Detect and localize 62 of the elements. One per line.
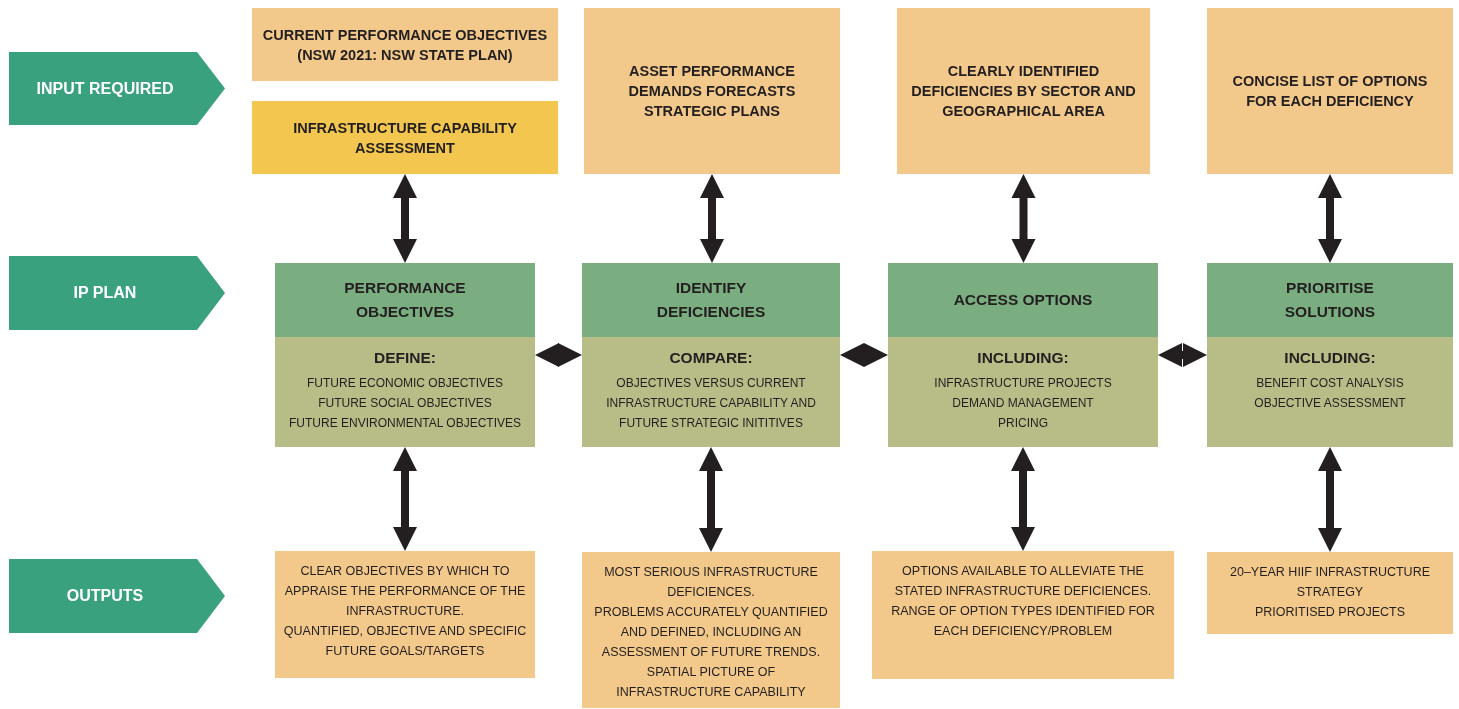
input-text: ASSET PERFORMANCE bbox=[629, 62, 795, 81]
input-text: STRATEGIC PLANS bbox=[644, 102, 780, 121]
input-box bbox=[897, 8, 1150, 174]
row-label-arrow bbox=[9, 256, 225, 330]
process-subheading: INCLUDING: bbox=[977, 349, 1069, 367]
process-item: OBJECTIVE ASSESSMENT bbox=[1253, 395, 1407, 412]
row-label: OUTPUTS bbox=[66, 587, 144, 605]
double-arrow bbox=[1318, 447, 1342, 552]
process-title: PERFORMANCE OBJECTIVES bbox=[343, 278, 467, 322]
double-arrow bbox=[393, 447, 417, 551]
double-arrow bbox=[1011, 447, 1035, 551]
process-item: BENEFIT COST ANALYSIS bbox=[1255, 375, 1405, 392]
input-text: CLEARLY IDENTIFIED DEFICIENCIES BY SECTOR AND GEOGRAPHICAL AREA bbox=[911, 62, 1136, 121]
row-label: IP PLAN bbox=[73, 284, 137, 302]
process-title: ACCESS OPTIONS bbox=[953, 290, 1093, 310]
process-title: IDENTIFY DEFICIENCIES bbox=[655, 278, 767, 322]
process-item: PRICING bbox=[997, 415, 1049, 432]
process-box bbox=[582, 263, 840, 447]
input-text: CONCISE LIST OF OPTIONS FOR EACH DEFICIENCY bbox=[1231, 72, 1429, 111]
row-label-arrow bbox=[9, 559, 225, 633]
process-title: PRIORITISE SOLUTIONS bbox=[1283, 278, 1377, 322]
double-arrow bbox=[1318, 174, 1342, 263]
process-box bbox=[888, 263, 1158, 447]
process-item: FUTURE ENVIRONMENTAL OBJECTIVES bbox=[288, 415, 522, 432]
input-text: INFRASTRUCTURE CAPABILITY ASSESSMENT bbox=[292, 118, 518, 158]
output-box bbox=[275, 551, 535, 678]
double-arrow bbox=[840, 343, 888, 367]
input-box bbox=[252, 101, 558, 174]
double-arrow bbox=[700, 174, 724, 263]
input-box bbox=[584, 8, 840, 174]
output-text: OPTIONS AVAILABLE TO ALLEVIATE THE STATED INFRASTRUCTURE DEFICIENCES. RANGE OF OPTION TYPES IDENTIFIED FOR EACH DEFICIENCY/PROBLEM bbox=[890, 563, 1156, 640]
output-box bbox=[872, 551, 1174, 679]
process-subheading: INCLUDING: bbox=[1284, 349, 1376, 367]
process-item: FUTURE ECONOMIC OBJECTIVES bbox=[306, 375, 504, 392]
row-label-arrow bbox=[9, 52, 225, 125]
double-arrow bbox=[699, 447, 723, 552]
output-text: QUANTIFIED, OBJECTIVE AND SPECIFIC FUTURE GOALS/TARGETS bbox=[283, 623, 527, 660]
process-item: FUTURE SOCIAL OBJECTIVES bbox=[317, 395, 493, 412]
double-arrow bbox=[1158, 343, 1207, 367]
output-text: SPATIAL PICTURE OF INFRASTRUCTURE CAPABILITY bbox=[615, 664, 807, 701]
output-text: CLEAR OBJECTIVES BY WHICH TO APPRAISE THE PERFORMANCE OF THE INFRASTRUCTURE. bbox=[283, 563, 527, 620]
process-item: OBJECTIVES VERSUS CURRENT INFRASTRUCTURE CAPABILITY AND FUTURE STRATEGIC INITITIVES bbox=[605, 375, 817, 432]
output-text: 20–YEAR HIIF INFRASTRUCTURE STRATEGY bbox=[1229, 564, 1431, 601]
output-box bbox=[582, 552, 840, 708]
process-subheading: DEFINE: bbox=[374, 349, 436, 367]
process-item: INFRASTRUCTURE PROJECTS bbox=[933, 375, 1113, 392]
input-box bbox=[252, 8, 558, 81]
output-box bbox=[1207, 552, 1453, 634]
row-label: INPUT REQUIRED bbox=[36, 79, 174, 98]
double-arrow bbox=[393, 174, 417, 263]
double-arrow bbox=[535, 343, 582, 367]
output-text: PROBLEMS ACCURATELY QUANTIFIED AND DEFINED, INCLUDING AN ASSESSMENT OF FUTURE TRENDS. bbox=[593, 604, 829, 661]
output-text: MOST SERIOUS INFRASTRUCTURE DEFICIENCES. bbox=[603, 564, 819, 601]
input-text: DEMANDS FORECASTS bbox=[628, 82, 796, 101]
process-box bbox=[275, 263, 535, 447]
input-text: CURRENT PERFORMANCE OBJECTIVES (NSW 2021: NSW STATE PLAN) bbox=[261, 25, 549, 65]
process-box bbox=[1207, 263, 1453, 447]
double-arrow bbox=[1011, 174, 1036, 263]
input-box bbox=[1207, 8, 1453, 174]
output-text: PRIORITISED PROJECTS bbox=[1255, 604, 1405, 621]
process-item: DEMAND MANAGEMENT bbox=[951, 395, 1095, 412]
process-subheading: COMPARE: bbox=[669, 349, 753, 367]
